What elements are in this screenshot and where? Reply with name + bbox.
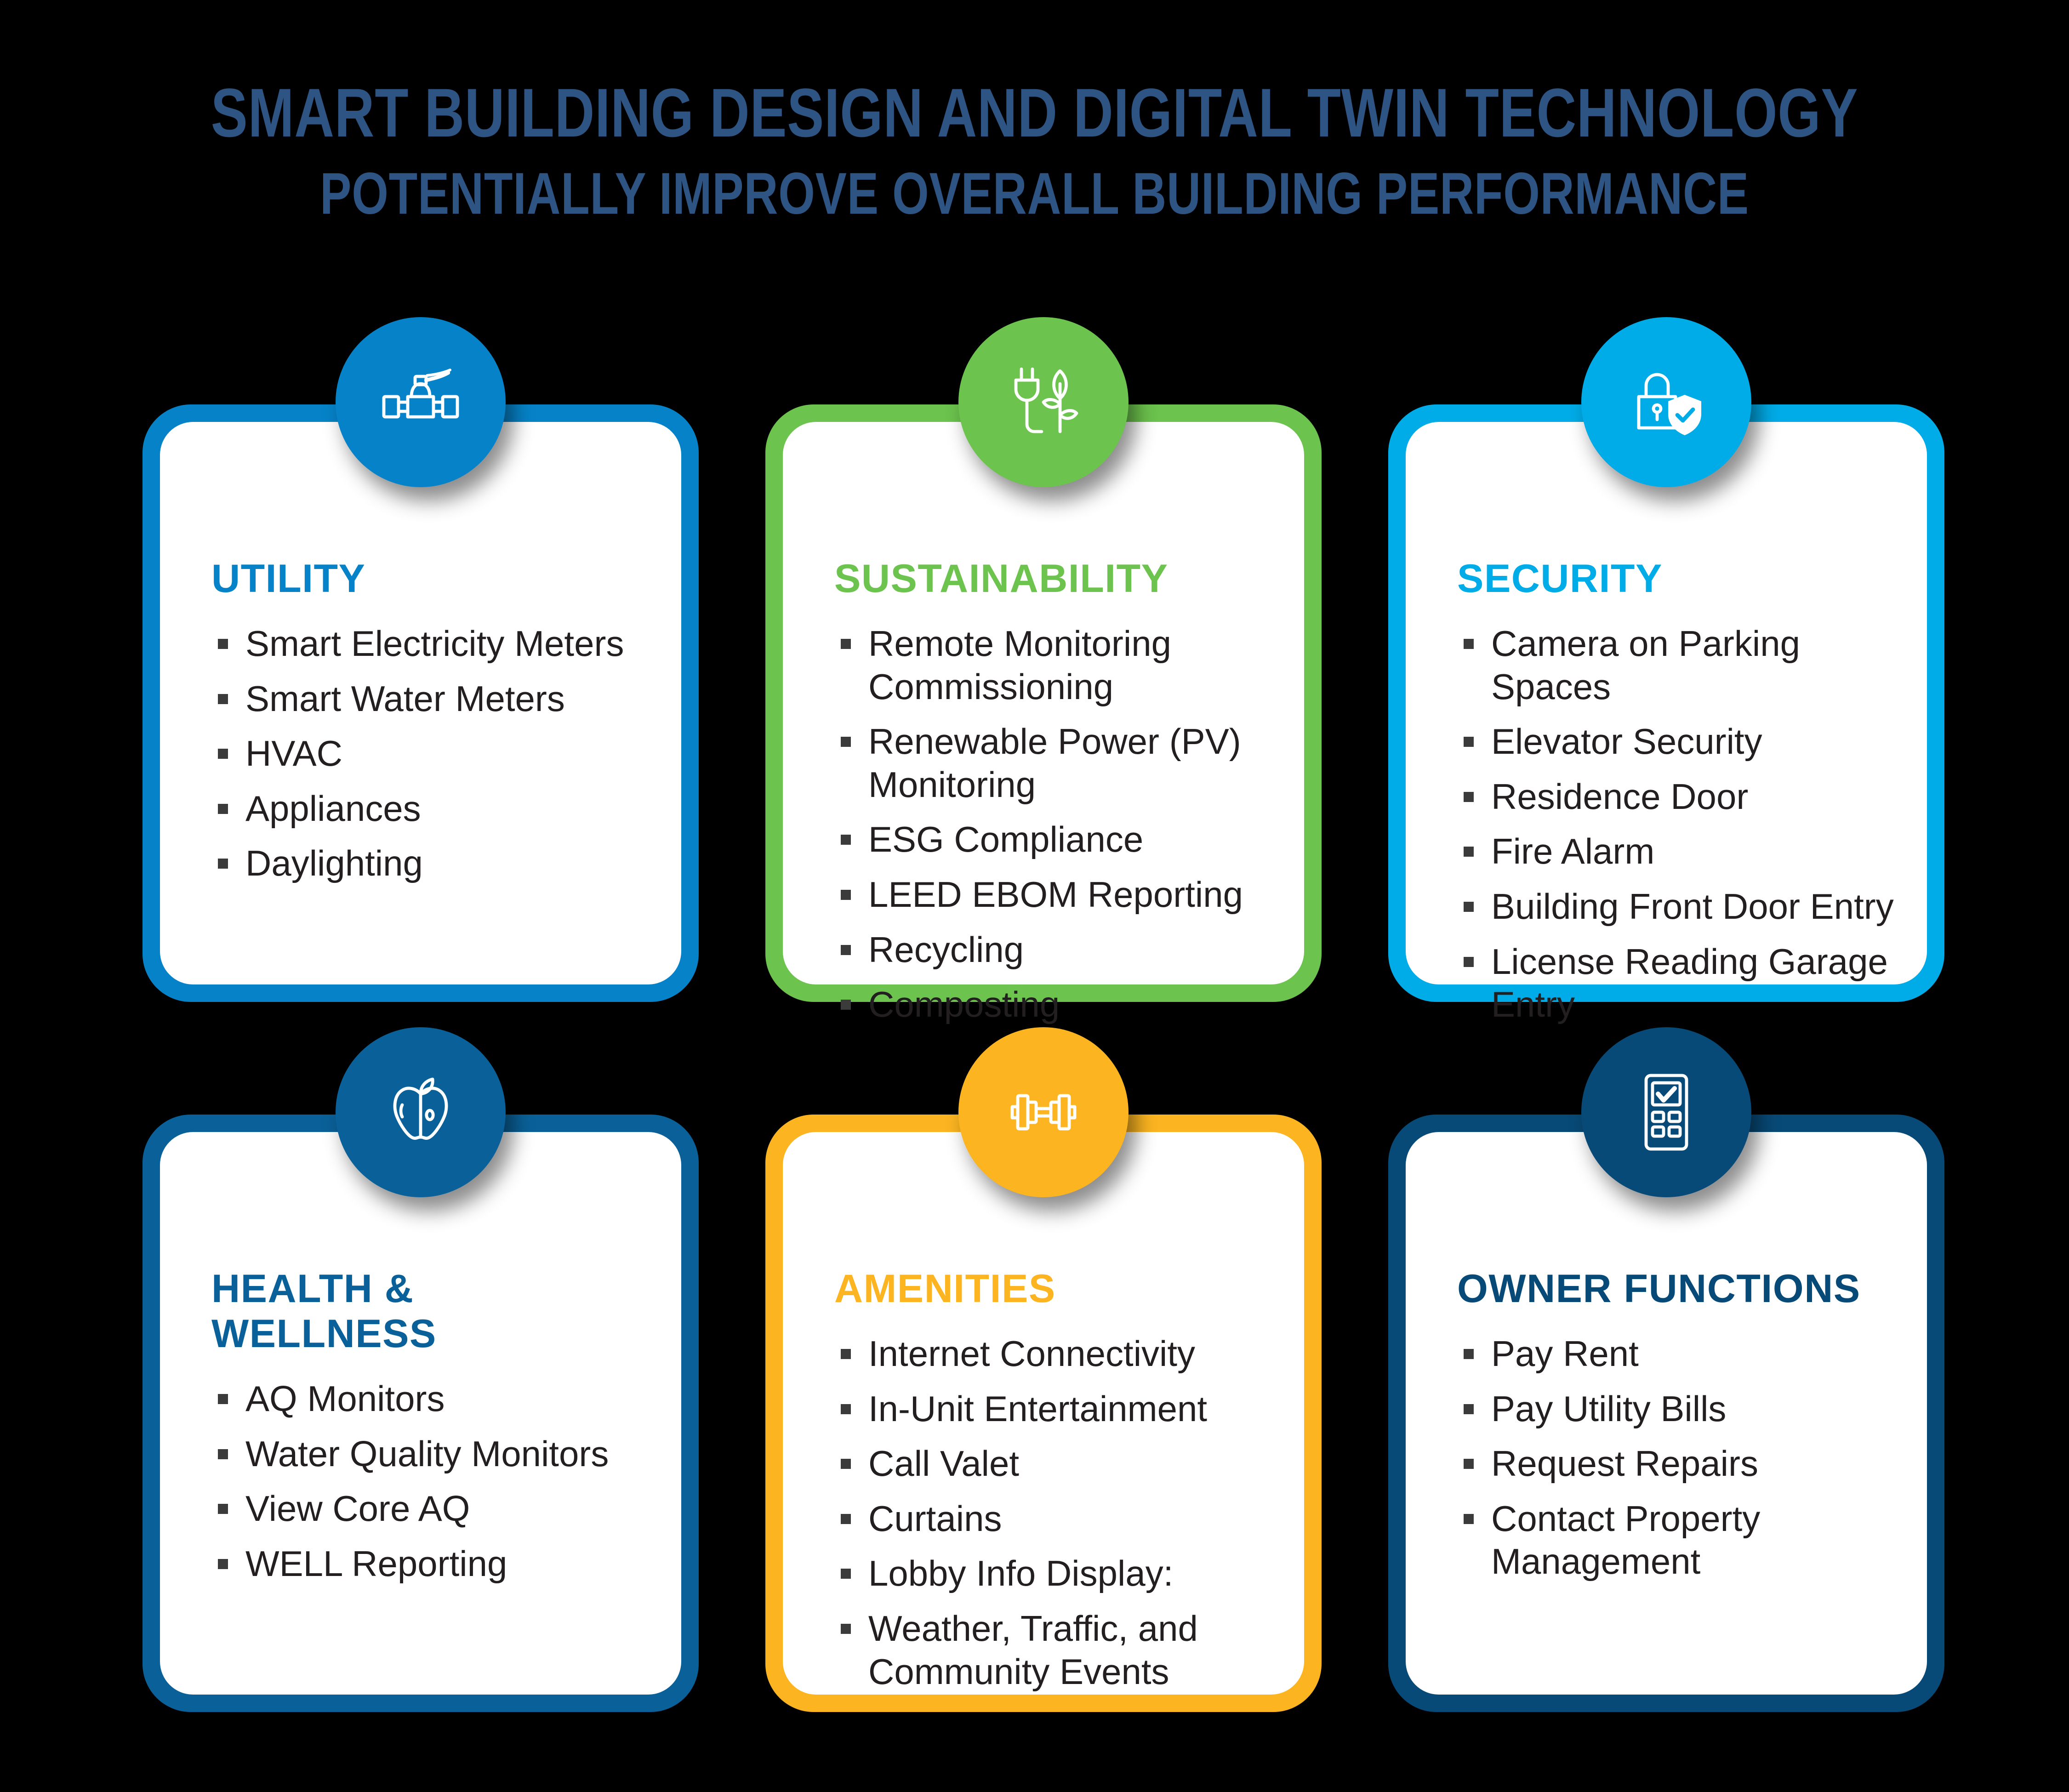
list-item: Call Valet (834, 1442, 1271, 1485)
page-title: Smart Building Design and Digital Twin T… (211, 74, 1858, 151)
card-surface (1406, 422, 1927, 984)
list-item: Internet Connectivity (834, 1332, 1271, 1376)
dumbbell-icon (958, 1027, 1129, 1197)
list-item: Request Repairs (1457, 1442, 1894, 1485)
list-item: HVAC (211, 732, 648, 775)
card-heading: Sustainability (834, 557, 1168, 601)
list-item: Weather, Traffic, and Community Events (834, 1607, 1271, 1693)
list-item: Recycling (834, 928, 1271, 972)
list-item: ESG Compliance (834, 818, 1271, 861)
card-surface (160, 422, 681, 984)
apple-icon (336, 1027, 506, 1197)
card-surface (160, 1132, 681, 1695)
list-item: View Core AQ (211, 1487, 648, 1530)
card-heading: Utility (211, 557, 366, 601)
list-item: Contact Property Management (1457, 1497, 1894, 1583)
keypad-check-icon (1581, 1027, 1751, 1197)
card-heading: Owner Functions (1457, 1267, 1861, 1311)
card-surface (783, 1132, 1304, 1695)
card-body: SecurityCamera on Parking SpacesElevator… (1388, 404, 1944, 1038)
list-item: Pay Rent (1457, 1332, 1894, 1376)
card-heading: Amenities (834, 1267, 1056, 1311)
list-item: Residence Door (1457, 775, 1894, 819)
category-card[interactable]: SecurityCamera on Parking SpacesElevator… (1388, 317, 1944, 1024)
list-item: Appliances (211, 787, 648, 831)
list-item: Water Quality Monitors (211, 1433, 648, 1476)
list-item: Daylighting (211, 842, 648, 885)
list-item: Building Front Door Entry (1457, 885, 1894, 928)
list-item: Smart Water Meters (211, 677, 648, 721)
list-item: Camera on Parking Spaces (1457, 622, 1894, 708)
infographic-header: Smart Building Design and Digital Twin T… (0, 0, 2069, 223)
list-item: Fire Alarm (1457, 830, 1894, 873)
card-heading: Health & Wellness (211, 1267, 437, 1356)
list-item: Composting (834, 983, 1271, 1026)
card-body: SustainabilityRemote Monitoring Commissi… (765, 404, 1322, 1038)
list-item: AQ Monitors (211, 1377, 648, 1421)
lock-shield-icon (1581, 317, 1751, 487)
list-item: License Reading Garage Entry (1457, 940, 1894, 1026)
water-meter-icon (336, 317, 506, 487)
list-item: Elevator Security (1457, 720, 1894, 763)
plug-leaf-icon (958, 317, 1129, 487)
category-card[interactable]: SustainabilityRemote Monitoring Commissi… (765, 317, 1322, 1024)
card-surface (783, 422, 1304, 984)
list-item: Smart Electricity Meters (211, 622, 648, 666)
list-item: Lobby Info Display: (834, 1552, 1271, 1595)
list-item: LEED EBOM Reporting (834, 873, 1271, 916)
card-surface (1406, 1132, 1927, 1695)
list-item: WELL Reporting (211, 1542, 648, 1586)
page-subtitle: Potentially Improve Overall Building Per… (320, 161, 1749, 227)
list-item: Curtains (834, 1497, 1271, 1541)
list-item: In-Unit Entertainment (834, 1388, 1271, 1431)
list-item: Renewable Power (PV) Monitoring (834, 720, 1271, 806)
card-heading: Security (1457, 557, 1663, 601)
list-item: Remote Monitoring Commissioning (834, 622, 1271, 708)
list-item: Pay Utility Bills (1457, 1388, 1894, 1431)
